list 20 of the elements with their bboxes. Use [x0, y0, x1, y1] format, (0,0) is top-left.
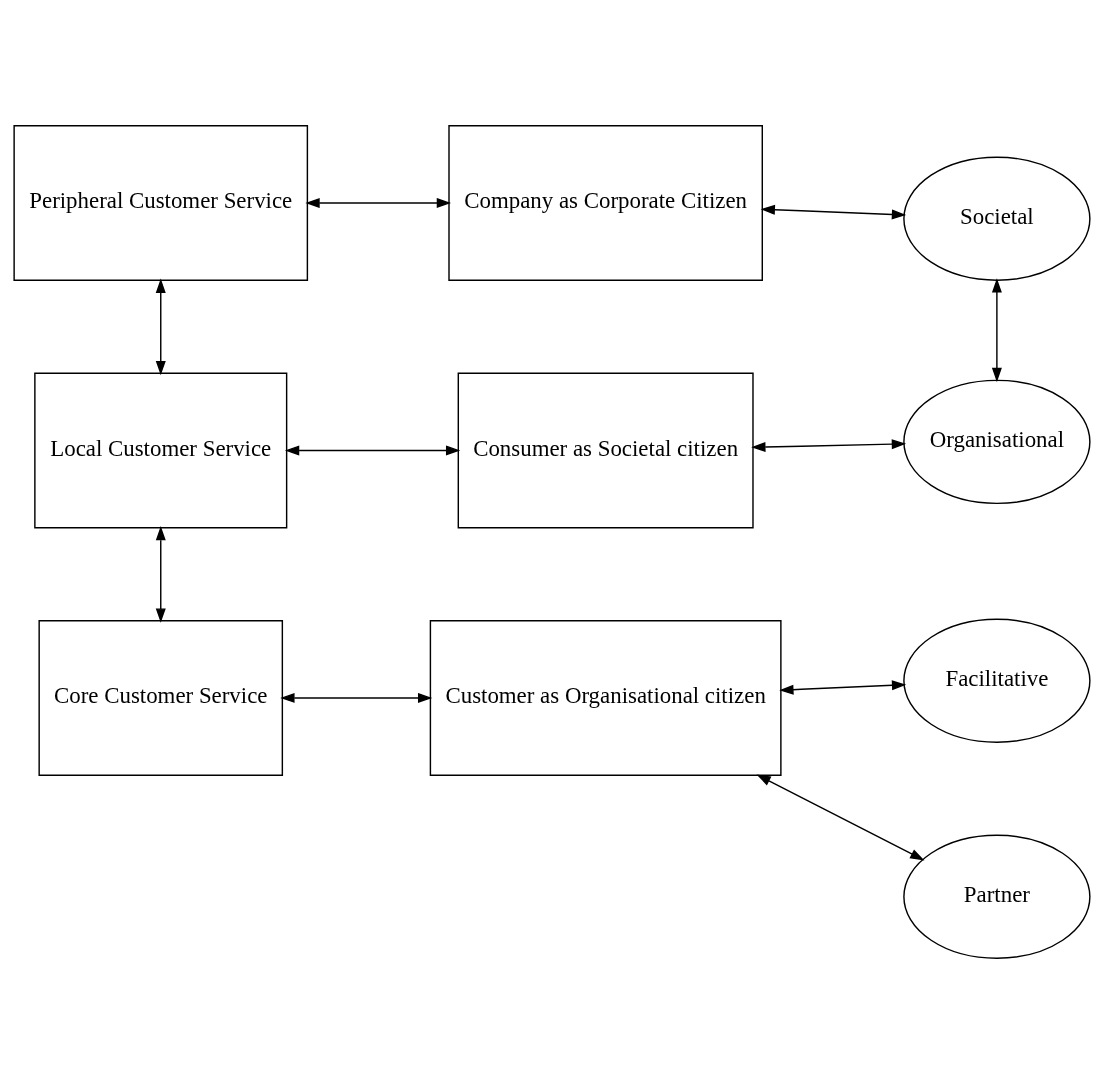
node-ellipse: Organisational [903, 379, 1091, 504]
arrow [280, 692, 433, 703]
node-ellipse: Societal [903, 155, 1091, 281]
node-box: Local Customer Service [34, 372, 288, 528]
arrow [305, 197, 452, 208]
node-box: Peripheral Customer Service [13, 124, 309, 281]
arrow [284, 444, 461, 455]
arrow [779, 679, 907, 695]
arrow [756, 773, 925, 860]
node-box: Core Customer Service [38, 619, 284, 776]
node-box: Company as Corporate Citizen [448, 124, 763, 281]
node-box: Customer as Organisational citizen [429, 619, 782, 776]
arrow [751, 438, 907, 452]
arrow [155, 278, 166, 375]
arrow [155, 525, 166, 623]
arrow [760, 204, 907, 219]
node-ellipse: Facilitative [903, 618, 1091, 743]
node-box: Consumer as Societal citizen [457, 372, 754, 528]
arrow [991, 277, 1002, 382]
node-ellipse: Partner [903, 834, 1091, 959]
